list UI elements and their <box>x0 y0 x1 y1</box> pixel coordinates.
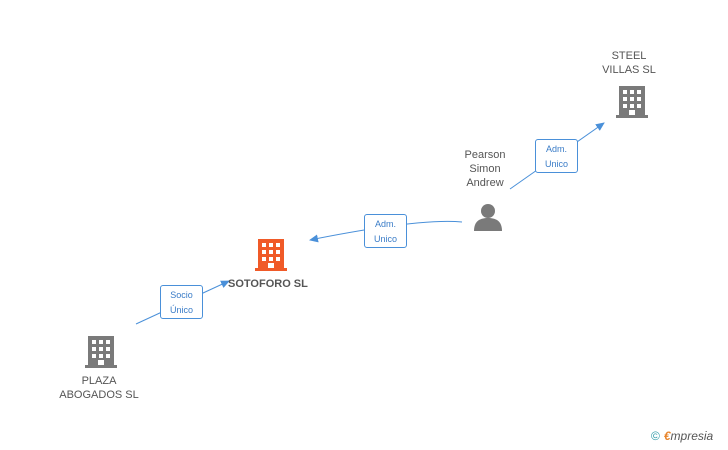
node-label-line: Pearson <box>464 149 506 161</box>
edge-badge-plaza-sotoforo[interactable]: Socio Único <box>160 285 203 319</box>
node-label-line: ABOGADOS SL <box>59 389 139 401</box>
edge-badge-line: Adm. <box>545 144 567 154</box>
copyright-icon: © <box>651 429 660 443</box>
building-icon <box>85 336 117 368</box>
empresia-watermark: ©€mpresia <box>651 429 713 443</box>
node-label-line: Andrew <box>466 177 504 189</box>
node-label-line: Simon <box>469 163 501 175</box>
node-plaza-abogados[interactable]: PLAZA ABOGADOS SL <box>56 374 142 402</box>
edge-badge-line: Unico <box>544 159 568 169</box>
edge-badge-line: Único <box>169 305 193 315</box>
building-icon <box>255 239 287 271</box>
edge-badge-line: Socio <box>170 290 193 300</box>
empresia-logo-e: € <box>663 429 671 443</box>
empresia-logo-text: mpresia <box>670 429 714 443</box>
node-pearson-simon-andrew[interactable]: Pearson Simon Andrew <box>452 148 518 190</box>
person-icon <box>474 204 502 231</box>
edge-badge-pearson-sotoforo[interactable]: Adm. Unico <box>364 214 407 248</box>
edge-badge-line: Unico <box>373 234 397 244</box>
edge-badge-pearson-steel[interactable]: Adm. Unico <box>535 139 578 173</box>
node-label-line: VILLAS SL <box>602 64 656 76</box>
node-sotoforo[interactable]: SOTOFORO SL <box>228 278 308 290</box>
edge-badge-line: Adm. <box>374 219 396 229</box>
node-label-line: STEEL <box>611 50 647 62</box>
node-label-line: PLAZA <box>81 375 117 387</box>
node-label-main: SOTOFORO SL <box>228 278 308 290</box>
node-steel-villas[interactable]: STEEL VILLAS SL <box>596 49 662 77</box>
building-icon <box>616 86 648 118</box>
